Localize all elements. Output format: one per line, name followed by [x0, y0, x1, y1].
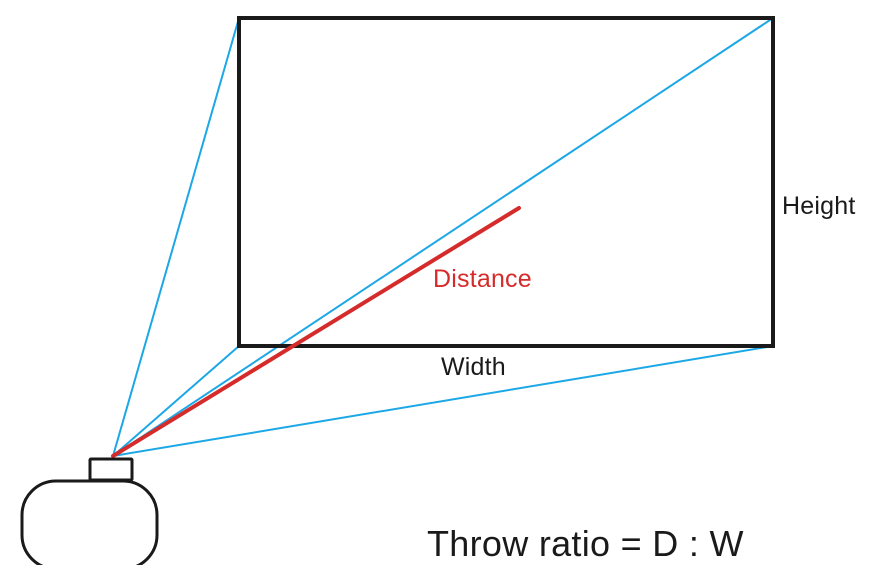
projector-icon — [20, 457, 159, 565]
width-label: Width — [441, 353, 506, 381]
distance-line — [111, 206, 521, 458]
screen-rectangle — [237, 16, 775, 348]
distance-label: Distance — [433, 265, 532, 293]
ray-top-left — [112, 17, 240, 457]
projector-body — [20, 479, 159, 565]
height-label: Height — [782, 192, 855, 220]
throw-ratio-formula: Throw ratio = D : W — [427, 523, 744, 564]
ray-bottom-left — [112, 345, 240, 457]
projector-lens — [88, 457, 134, 482]
projection-rays — [112, 17, 774, 457]
ray-bottom-right — [112, 345, 774, 457]
ray-top-right — [112, 17, 774, 457]
